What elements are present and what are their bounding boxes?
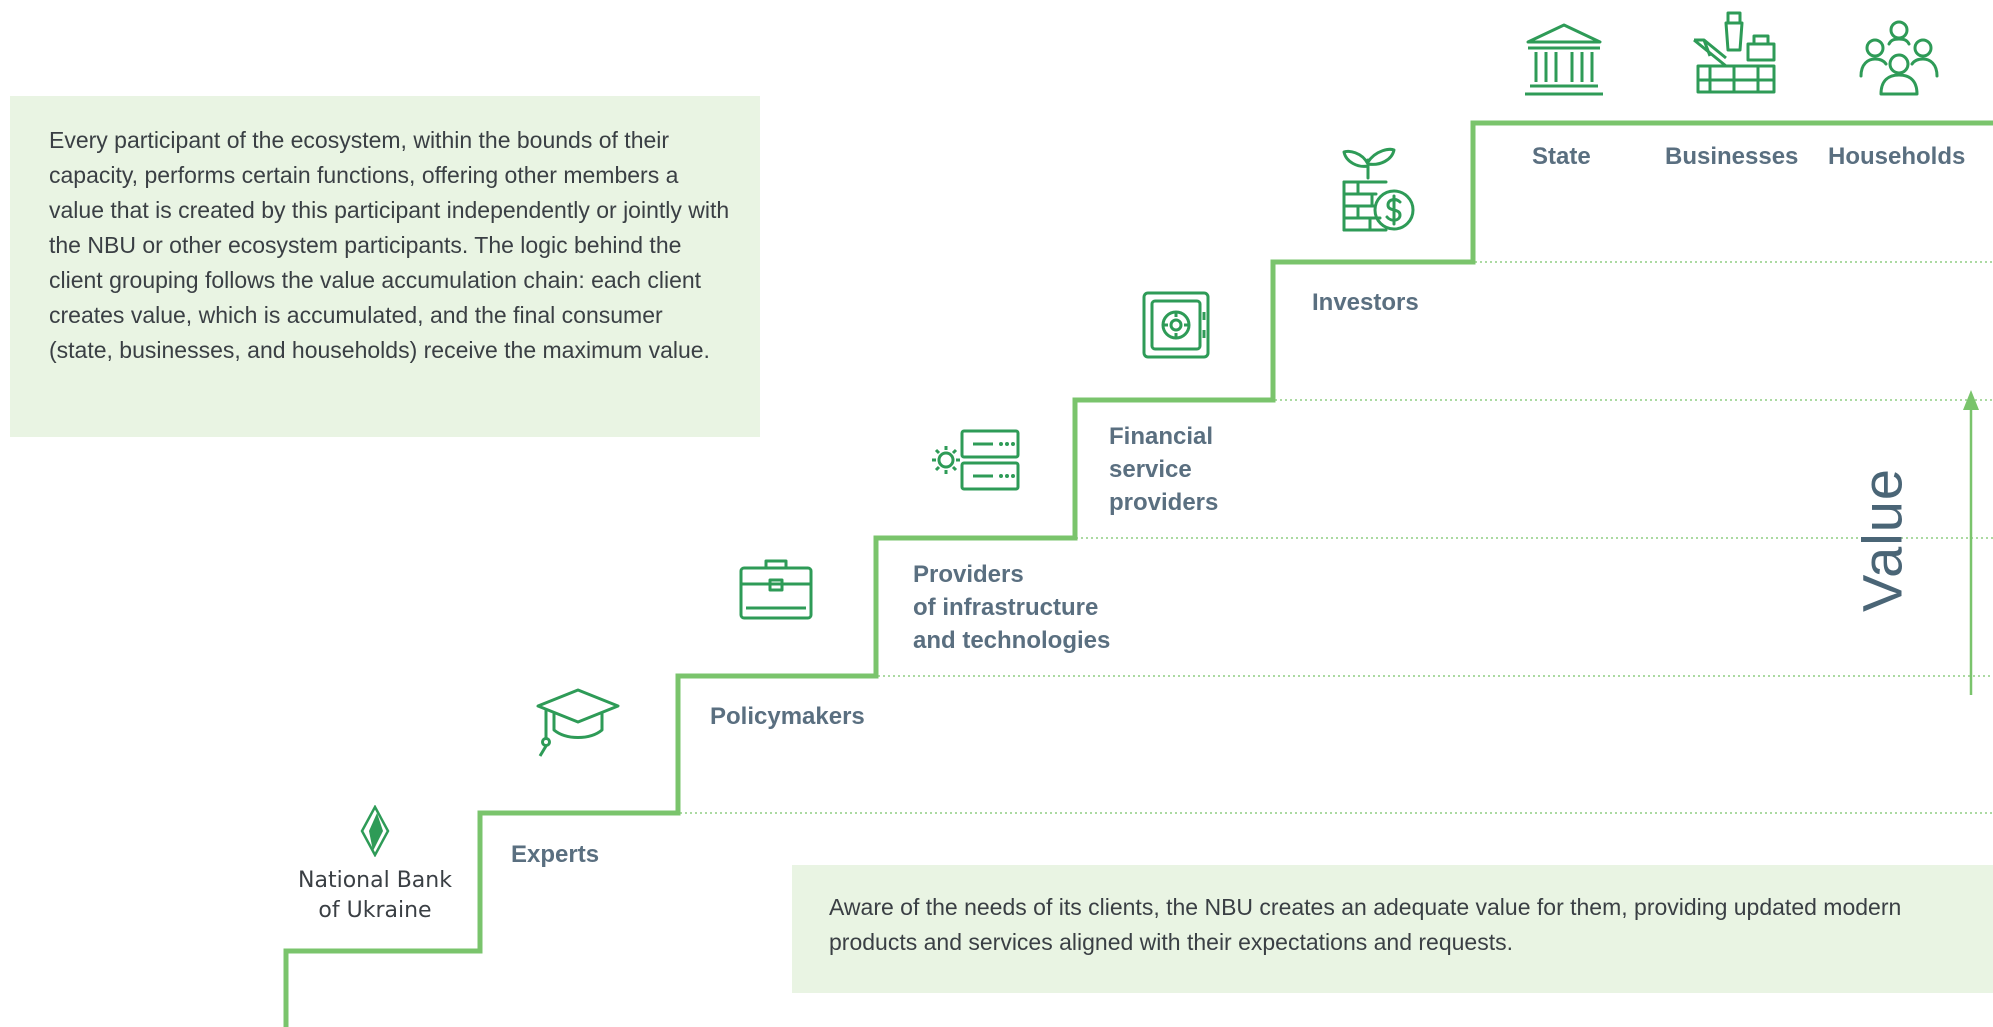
- value-axis-text: Value: [1850, 467, 1914, 613]
- government-building-icon: [1525, 23, 1603, 96]
- nbu-name-line2: of Ukraine: [318, 898, 432, 923]
- plant-money-icon: [1342, 147, 1415, 232]
- consumer-label-state: State: [1532, 143, 1591, 170]
- nbu-name-line1: National Bank: [298, 868, 452, 893]
- step-label-experts: Experts: [511, 841, 600, 868]
- nbu-note-box: Aware of the needs of its clients, the N…: [792, 865, 1993, 993]
- consumer-label-businesses: Businesses: [1665, 143, 1799, 170]
- step-label-financial-service-providers: Financial service providers: [1109, 423, 1219, 516]
- step-label-investors: Investors: [1312, 289, 1419, 316]
- nbu-note-text: Aware of the needs of its clients, the N…: [829, 894, 1902, 955]
- intro-text: Every participant of the ecosystem, with…: [49, 127, 730, 363]
- intro-text-box: Every participant of the ecosystem, with…: [10, 96, 760, 437]
- step-label-providers-infrastructure: Providers of infrastructure and technolo…: [913, 561, 1111, 654]
- server-gear-icon: [932, 429, 1020, 491]
- briefcase-icon: [739, 559, 813, 620]
- value-arrow: [1963, 390, 1979, 695]
- people-group-icon: [1859, 20, 1939, 96]
- nbu-logo-icon: [360, 805, 390, 857]
- staircase-line: [283, 120, 1993, 1027]
- nbu-name: National Bank of Ukraine: [286, 866, 464, 926]
- graduation-cap-icon: [536, 688, 620, 757]
- safe-icon: [1142, 291, 1210, 359]
- industrial-plant-icon: [1693, 11, 1776, 94]
- step-label-policymakers: Policymakers: [710, 703, 865, 730]
- consumer-label-households: Households: [1828, 143, 1966, 170]
